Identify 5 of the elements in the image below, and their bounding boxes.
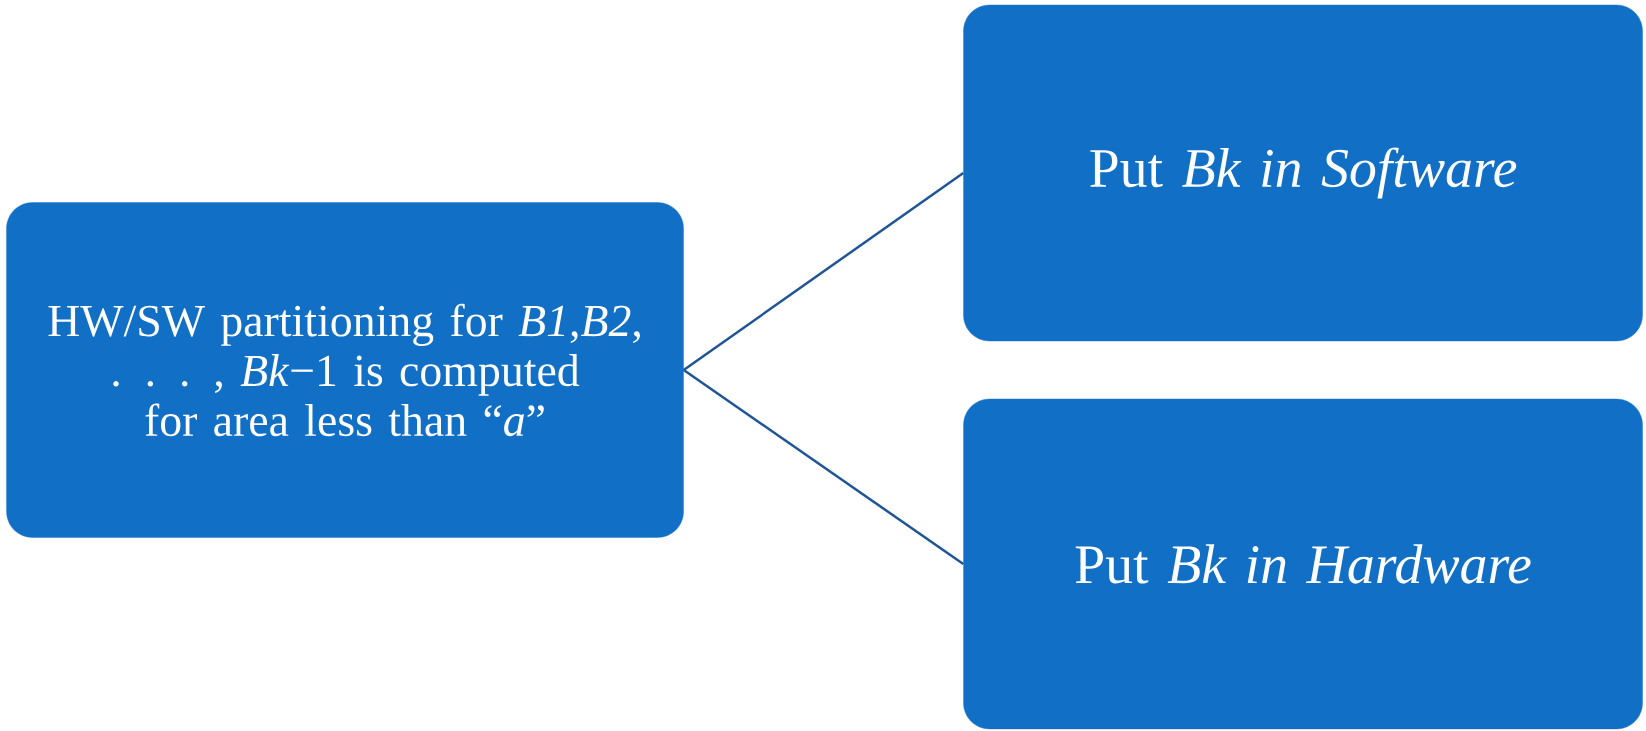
process-box: Put Bk in Software bbox=[963, 4, 1643, 342]
connector-line bbox=[683, 171, 965, 371]
connector-line bbox=[683, 368, 965, 565]
process-box: Put Bk in Hardware bbox=[963, 398, 1643, 730]
process-box: HW/SW partitioning for B1,B2, . . . , Bk−1 is computed for area less than “a” bbox=[6, 202, 684, 538]
